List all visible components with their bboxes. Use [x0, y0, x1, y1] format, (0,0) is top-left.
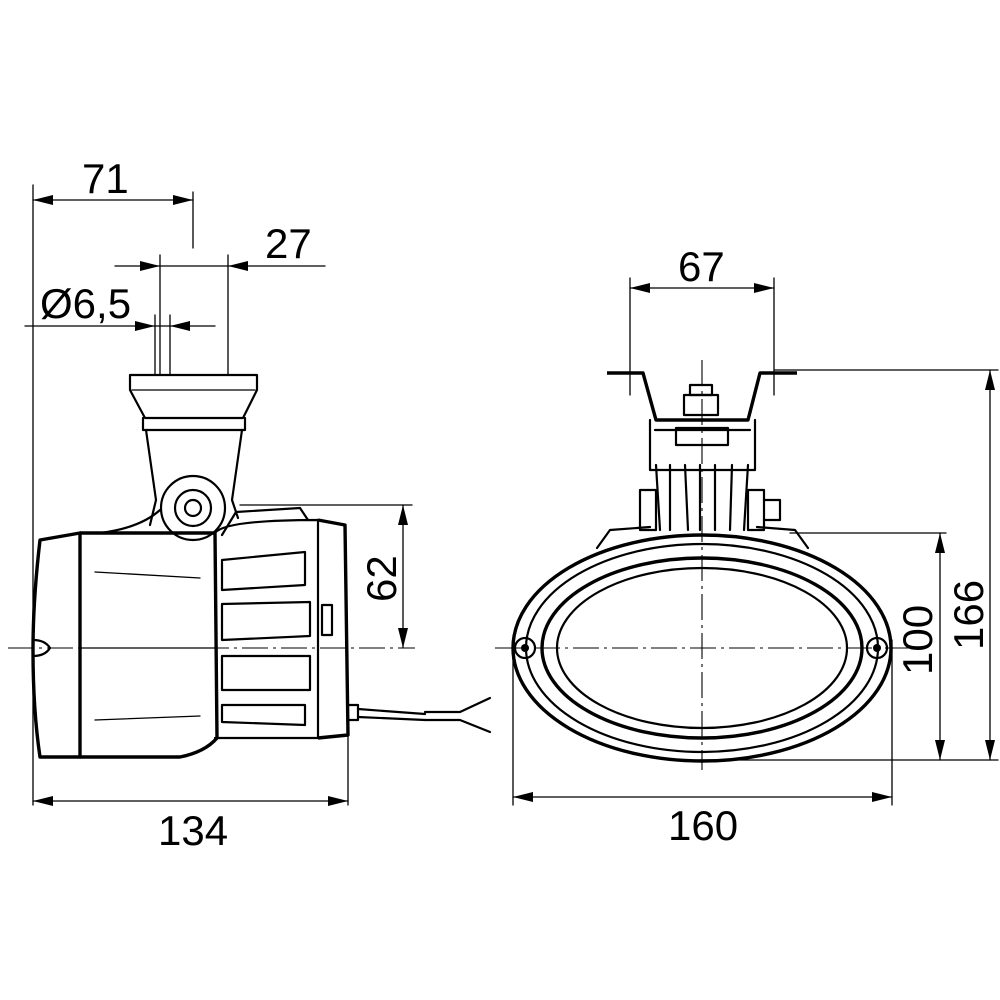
arrow — [140, 261, 160, 271]
housing-contour — [94, 571, 201, 721]
dim-65-label: Ø6,5 — [40, 280, 131, 327]
dim-134-label: 134 — [158, 807, 228, 854]
heatsink — [213, 518, 320, 740]
housing-outer — [511, 533, 893, 763]
arrow — [985, 370, 995, 390]
screw-left-center — [521, 644, 529, 652]
dim-62-label: 62 — [358, 555, 405, 602]
pivot-boss — [159, 474, 227, 542]
bracket-right — [220, 506, 310, 537]
pivot-bolt-icon — [173, 488, 213, 528]
arrow — [513, 792, 533, 802]
dim-67-label: 67 — [678, 243, 725, 290]
arrow — [398, 628, 408, 648]
side-view: 71 27 Ø6,5 62 134 — [8, 155, 492, 854]
rear-tab — [320, 603, 334, 637]
dim-100-label: 100 — [894, 605, 941, 675]
bolt-head — [674, 426, 730, 447]
rear-cap — [317, 518, 350, 740]
arrow — [173, 195, 193, 205]
arrow — [33, 796, 53, 806]
yoke-sides — [654, 463, 750, 532]
arrow — [872, 792, 892, 802]
fin-4 — [220, 703, 307, 727]
arrow — [935, 740, 945, 760]
fin-3 — [220, 654, 312, 692]
arrow — [170, 321, 190, 331]
bracket-body — [648, 418, 757, 472]
dim-27-label: 27 — [265, 220, 312, 267]
dim-71-label: 71 — [82, 155, 129, 202]
pivot-bolt-center — [183, 498, 203, 518]
dim-166-label: 166 — [945, 580, 992, 650]
front-view: 67 160 100 166 — [495, 243, 999, 849]
arrow — [228, 261, 248, 271]
bezel — [540, 556, 864, 740]
arrow — [33, 195, 53, 205]
lens-rim — [31, 531, 82, 759]
housing-shoulders — [595, 525, 810, 550]
fin-1 — [220, 550, 307, 592]
cable — [356, 707, 427, 722]
mount-cap — [128, 373, 259, 420]
arrow — [328, 796, 348, 806]
screw-right-icon — [865, 636, 889, 660]
cable-gland — [346, 703, 360, 722]
arrow — [135, 321, 155, 331]
housing-body — [80, 531, 219, 759]
arrow — [935, 533, 945, 553]
yoke-ribs — [668, 463, 734, 532]
arrow — [398, 505, 408, 525]
side-knobs — [638, 488, 766, 532]
fin-2 — [220, 600, 312, 642]
screw-left-icon — [513, 636, 537, 660]
mount-collar — [141, 416, 247, 432]
dim-160-label: 160 — [668, 802, 738, 849]
arrow — [630, 283, 650, 293]
lens-tip — [31, 638, 52, 658]
screw-right-center — [873, 644, 881, 652]
mount-bracket — [607, 371, 797, 422]
nut-icon — [688, 383, 714, 397]
arrow — [985, 740, 995, 760]
lens — [555, 566, 849, 730]
washer — [682, 393, 720, 417]
arrow — [754, 283, 774, 293]
side-nut-icon — [762, 498, 782, 522]
cable-wires — [423, 696, 492, 734]
